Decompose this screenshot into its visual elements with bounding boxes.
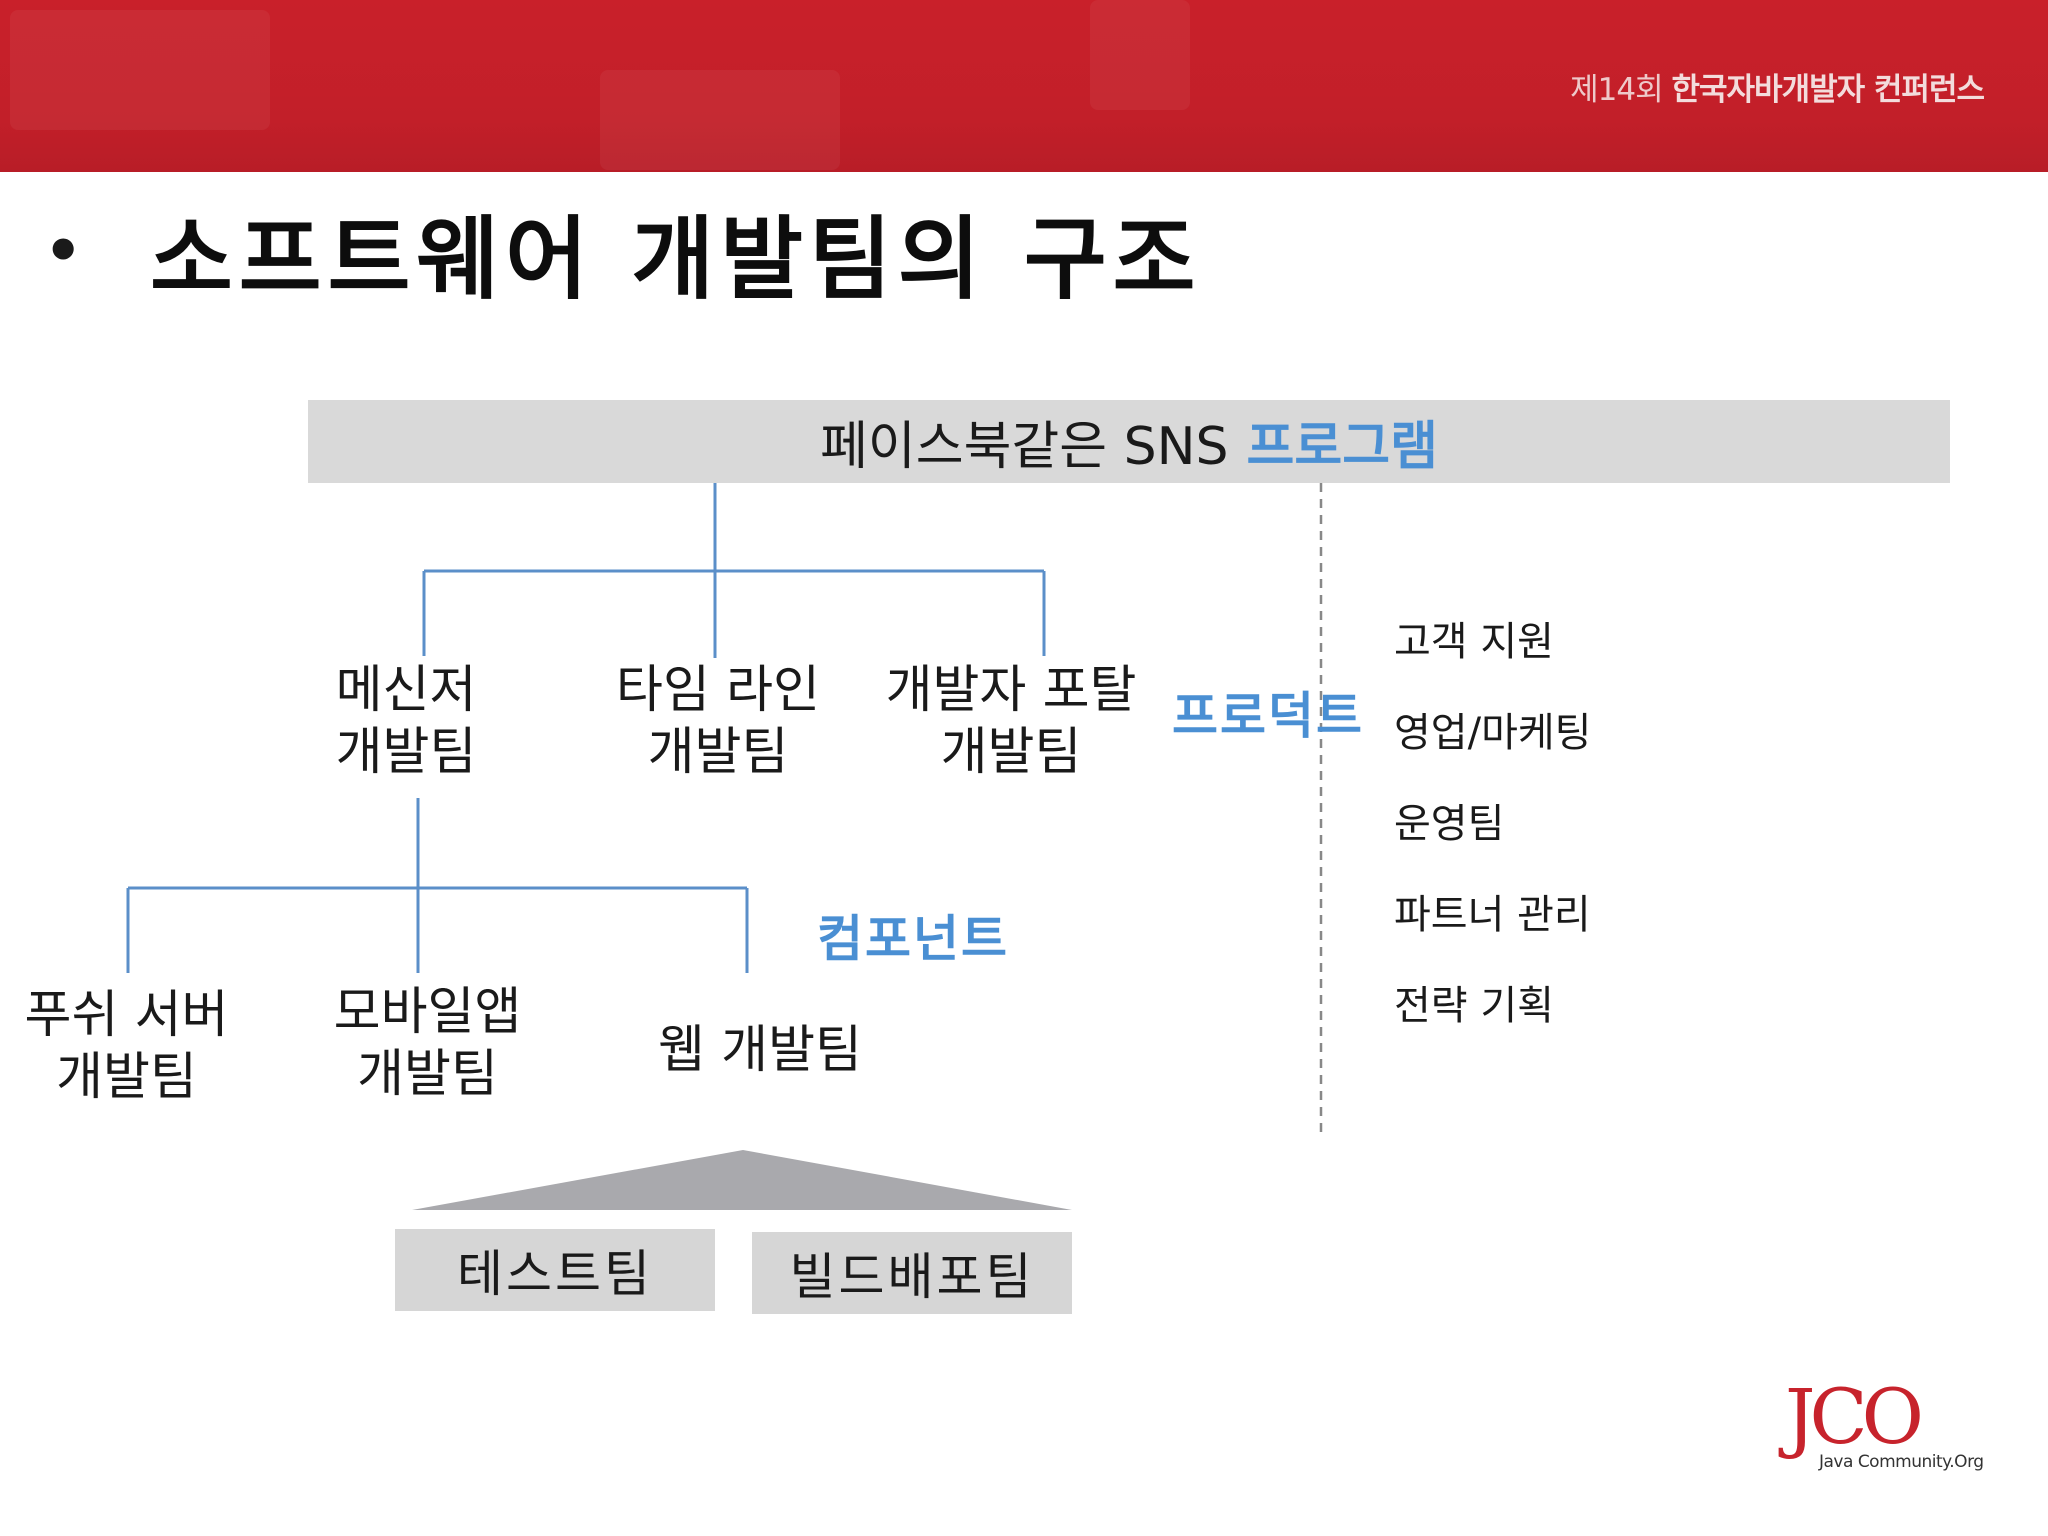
mobile-app-team-node: 모바일앱 개발팀 — [305, 982, 550, 1106]
support-team-item: 파트너 관리 — [1394, 892, 1591, 938]
push-server-team-node: 푸쉬 서버 개발팀 — [4, 985, 249, 1109]
team-suffix: 개발팀 — [357, 1045, 498, 1104]
component-label: 컴포넌트 — [817, 910, 1009, 968]
program-accent: 프로그램 — [1246, 417, 1438, 477]
slide-title: 소프트웨어 개발팀의 구조 — [150, 207, 1202, 312]
product-label: 프로덕트 — [1172, 687, 1364, 745]
support-team-item: 전략 기획 — [1394, 983, 1554, 1029]
header-decoration — [10, 10, 270, 130]
team-name: 개발자 포탈 — [885, 661, 1137, 720]
jco-logo-subtitle: Java Community.Org — [1819, 1452, 1984, 1472]
team-name: 모바일앱 — [333, 983, 522, 1042]
team-name: 메신저 — [335, 661, 477, 720]
timeline-team-node: 타임 라인 개발팀 — [583, 660, 853, 784]
conference-title: 제14회 한국자바개발자 컨퍼런스 — [1570, 64, 1985, 109]
program-bar: 페이스북같은 SNS 프로그램 — [308, 400, 1950, 483]
support-team-item: 고객 지원 — [1394, 619, 1554, 665]
support-team-item: 운영팀 — [1394, 801, 1505, 847]
conference-name: 한국자바개발자 컨퍼런스 — [1671, 72, 1985, 108]
build-deploy-team-box: 빌드배포팀 — [752, 1232, 1072, 1314]
conference-prefix: 제14회 — [1570, 72, 1663, 108]
shared-teams-triangle — [412, 1150, 1072, 1210]
team-suffix: 개발팀 — [56, 1048, 197, 1107]
conference-header: 제14회 한국자바개발자 컨퍼런스 — [0, 0, 2048, 172]
developer-portal-team-node: 개발자 포탈 개발팀 — [861, 660, 1161, 784]
team-suffix: 개발팀 — [940, 723, 1082, 782]
messenger-team-node: 메신저 개발팀 — [301, 660, 511, 784]
jco-logo: JCO Java Community.Org — [1785, 1372, 1990, 1478]
test-team-box: 테스트팀 — [395, 1229, 715, 1311]
header-decoration — [600, 70, 840, 170]
program-label: 페이스북같은 SNS — [820, 417, 1229, 477]
team-name: 웹 개발팀 — [658, 1021, 862, 1080]
support-team-item: 영업/마케팅 — [1394, 710, 1592, 756]
slide-title-row: • 소프트웨어 개발팀의 구조 — [40, 196, 1201, 312]
team-suffix: 개발팀 — [335, 723, 477, 782]
team-suffix: 개발팀 — [647, 723, 789, 782]
web-team-node: 웹 개발팀 — [620, 1020, 900, 1082]
header-decoration — [1090, 0, 1190, 110]
team-name: 푸쉬 서버 — [24, 986, 229, 1045]
bullet-icon: • — [44, 216, 83, 286]
team-name: 타임 라인 — [616, 661, 820, 720]
jco-logo-mark: JCO — [1785, 1372, 1924, 1461]
support-team-list: 고객 지원 영업/마케팅 운영팀 파트너 관리 전략 기획 — [1394, 612, 1591, 1067]
